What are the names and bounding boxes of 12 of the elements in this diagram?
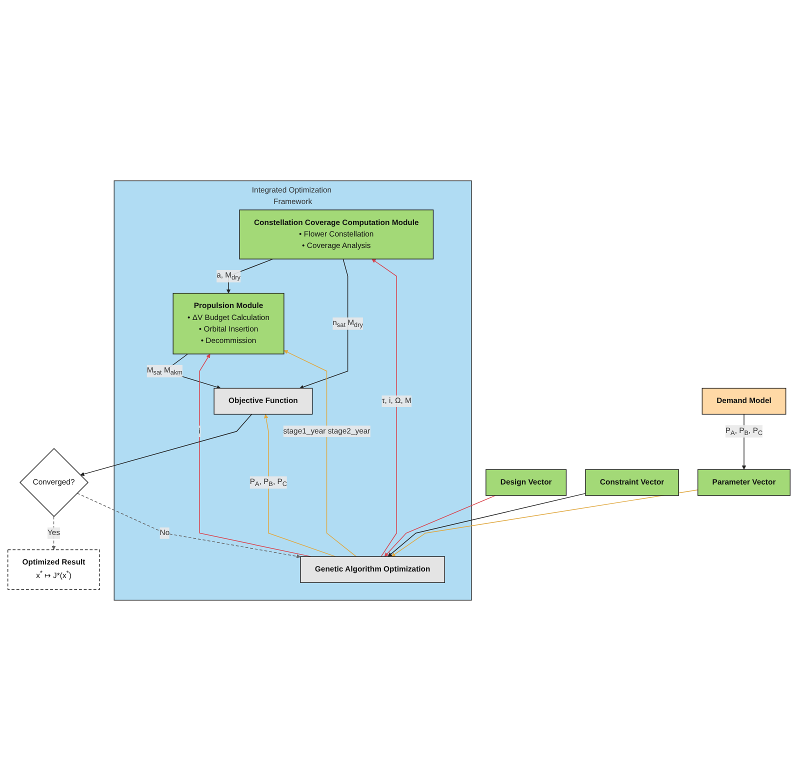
arrow [76,492,301,558]
arrow [80,414,252,476]
arrow [372,258,397,557]
arrow [52,516,56,550]
arrow [284,350,357,557]
arrow [300,258,348,389]
arrow [384,495,496,557]
arrow [199,354,312,557]
arrow [391,490,698,557]
arrow [226,258,274,294]
arrow [388,493,586,557]
arrow [264,414,336,557]
